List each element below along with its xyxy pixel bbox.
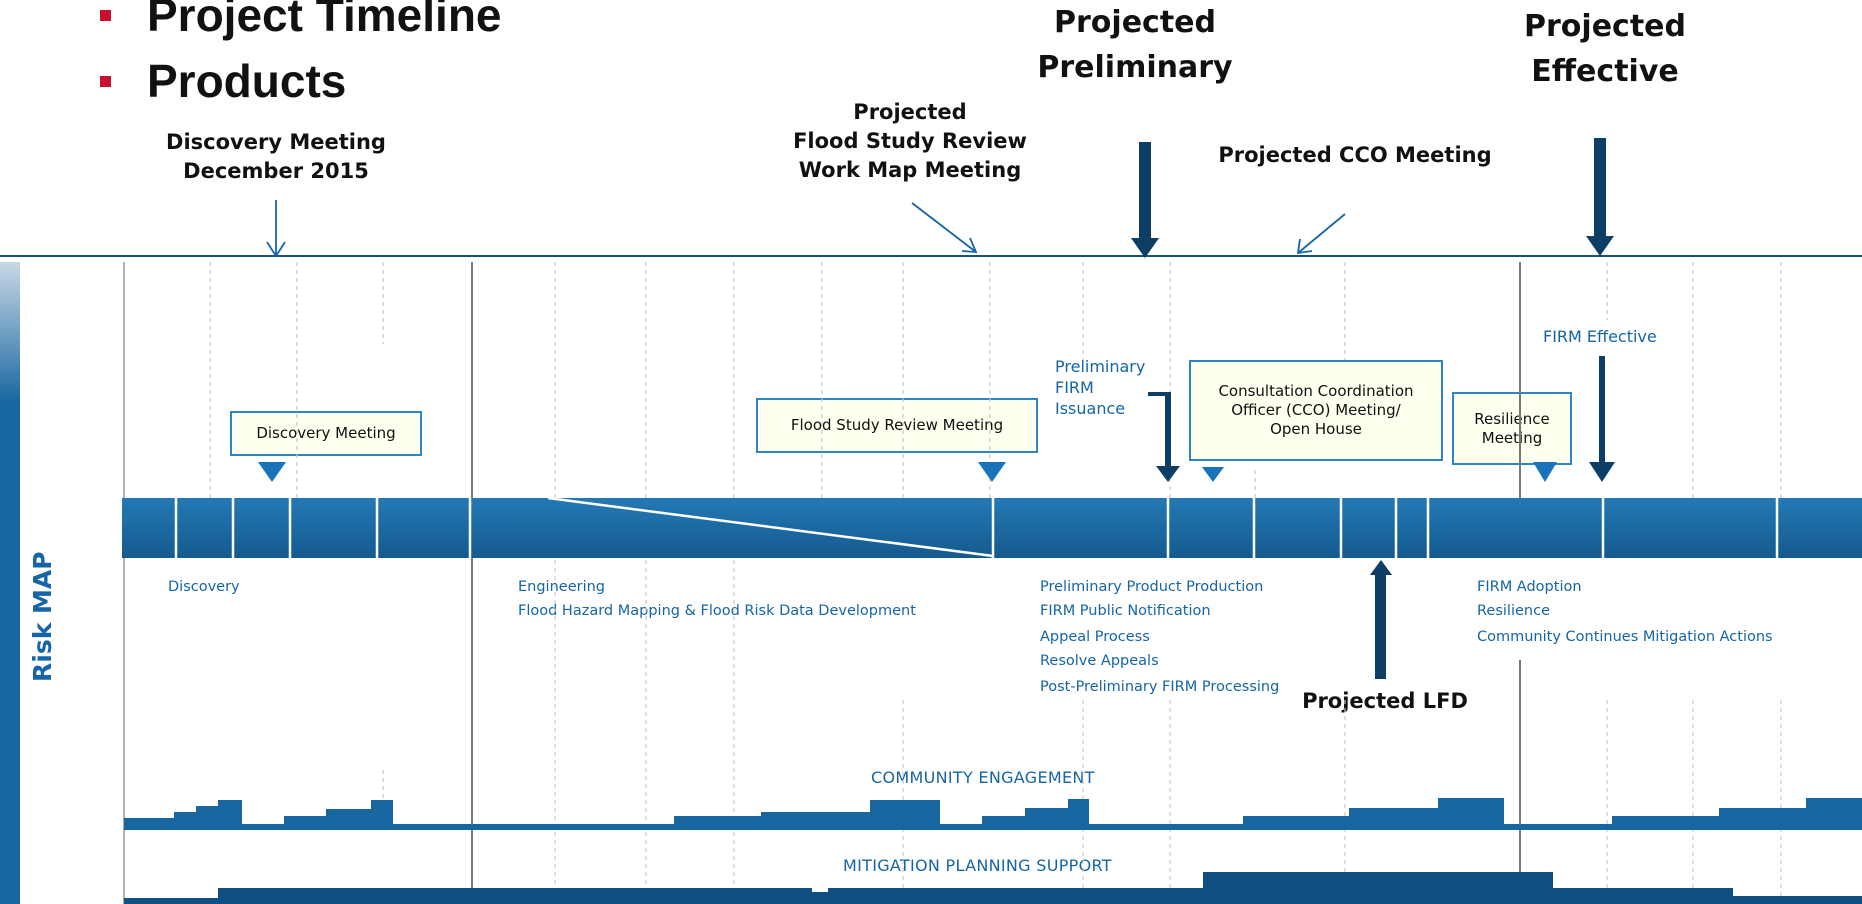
risk-map-side-label-wrap: Risk MAP: [28, 551, 57, 683]
firm-effective-arrow: [1589, 356, 1615, 482]
data-grid-icon: ▤: [324, 514, 348, 542]
bullet-marker: [100, 75, 111, 87]
callout-pointers: [258, 462, 1557, 482]
phase-item: FIRM Public Notification: [1040, 603, 1211, 619]
mitigation-planning-steps: [124, 872, 1862, 904]
icon-band: [122, 498, 1862, 558]
binoculars-icon: 👓: [135, 514, 165, 542]
phase-item: Flood Hazard Mapping & Flood Risk Data D…: [518, 603, 916, 619]
flood-study-review-header: Projected Flood Study Review Work Map Me…: [793, 100, 1027, 182]
preliminary-firm-arrow: [1148, 392, 1180, 482]
projected-preliminary-header: Projected Preliminary: [1037, 5, 1233, 85]
preliminary-firm-issuance-label: Preliminary FIRM Issuance: [1055, 357, 1146, 418]
document-icon: 🗎: [413, 514, 433, 542]
phase-item: FIRM Adoption: [1477, 579, 1582, 595]
scales-icon: ⚖: [1289, 514, 1311, 542]
phase-item: Engineering: [518, 579, 605, 595]
phase-item: Appeal Process: [1040, 629, 1150, 645]
projected-lfd-arrow: [1370, 560, 1392, 679]
risk-map-side-label: Risk MAP: [28, 551, 57, 682]
phase-item: Discovery: [168, 579, 240, 595]
bullet-text: Products: [147, 55, 347, 107]
phase-separators: [471, 262, 1521, 904]
phase-item: Preliminary Product Production: [1040, 579, 1264, 595]
resilience-meeting-callout: Resilience Meeting: [1452, 392, 1572, 465]
firm-effective-label: FIRM Effective: [1543, 327, 1657, 346]
projected-effective-header: Projected Effective: [1524, 9, 1686, 89]
layers-icon: ≋: [1073, 514, 1095, 542]
bullet-marker: [100, 9, 111, 21]
cco-meeting-callout: Consultation Coordination Officer (CCO) …: [1189, 360, 1443, 461]
shield-icon: ⛊: [1682, 514, 1700, 542]
chart-doc-icon: ▦: [249, 514, 273, 542]
risk-map-side-bar: [0, 262, 20, 904]
bullet-products: Products: [100, 54, 346, 108]
header-pointer-arrows: [266, 200, 1346, 258]
map-fold-icon: ◆: [195, 514, 215, 542]
mitigation-planning-support-label: MITIGATION PLANNING SUPPORT: [843, 856, 1112, 875]
projected-cco-header: Projected CCO Meeting: [1218, 143, 1492, 167]
phase-item: Community Continues Mitigation Actions: [1477, 629, 1773, 645]
gear-icon: ⚙: [511, 514, 533, 542]
bullet-project-timeline: Project Timeline: [100, 0, 502, 42]
community-engagement-steps: [124, 798, 1862, 830]
flood-study-review-callout: Flood Study Review Meeting: [756, 398, 1038, 453]
phase-item: Resilience: [1477, 603, 1550, 619]
phase-item: Resolve Appeals: [1040, 653, 1159, 669]
treasure-map-icon: 🗺: [934, 514, 966, 542]
flood-map-icon: 🗺: [1502, 514, 1534, 542]
megaphone-icon: 📣: [1196, 514, 1226, 542]
projected-preliminary-arrow: [1131, 142, 1159, 258]
discovery-meeting-header: Discovery Meeting December 2015: [166, 130, 386, 183]
community-engagement-label: COMMUNITY ENGAGEMENT: [871, 768, 1095, 787]
bullet-text: Project Timeline: [147, 0, 502, 41]
discovery-meeting-callout: Discovery Meeting: [230, 411, 422, 456]
phase-item: Post-Preliminary FIRM Processing: [1040, 679, 1280, 695]
projected-lfd-header: Projected LFD: [1302, 689, 1468, 713]
projected-effective-arrow: [1586, 138, 1614, 256]
